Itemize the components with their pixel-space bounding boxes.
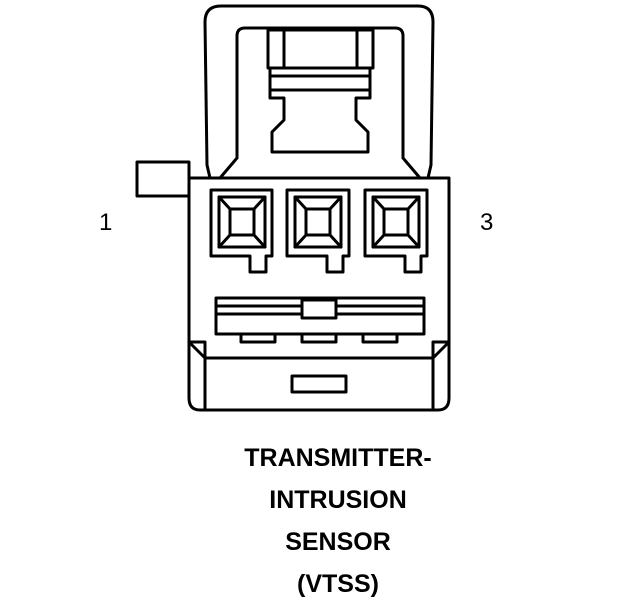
connector-latch-inner	[218, 26, 422, 180]
caption-line-3: SENSOR	[285, 528, 391, 556]
caption-line-1: TRANSMITTER-	[244, 444, 432, 472]
side-tab	[135, 160, 191, 198]
skirt-edge-right	[431, 340, 451, 360]
connector-latch-outer	[203, 4, 435, 180]
tpa-slot-2	[300, 332, 338, 344]
tpa-center-key	[300, 298, 338, 320]
bottom-window	[290, 374, 348, 394]
caption-line-2: INTRUSION	[269, 486, 407, 514]
terminal-cavity-1	[209, 188, 274, 274]
pin-label-3: 3	[480, 209, 494, 236]
caption-line-4: (VTSS)	[297, 570, 379, 598]
latch-ramp	[268, 66, 372, 154]
terminal-cavity-2	[285, 188, 351, 274]
connector-body	[187, 176, 451, 412]
tpa-slot-3	[361, 332, 399, 344]
skirt-edge-left	[187, 340, 207, 360]
tpa-slot-1	[239, 332, 277, 344]
connector-skirt	[187, 340, 451, 412]
terminal-cavity-3	[363, 188, 429, 274]
pin-label-1: 1	[99, 209, 113, 236]
